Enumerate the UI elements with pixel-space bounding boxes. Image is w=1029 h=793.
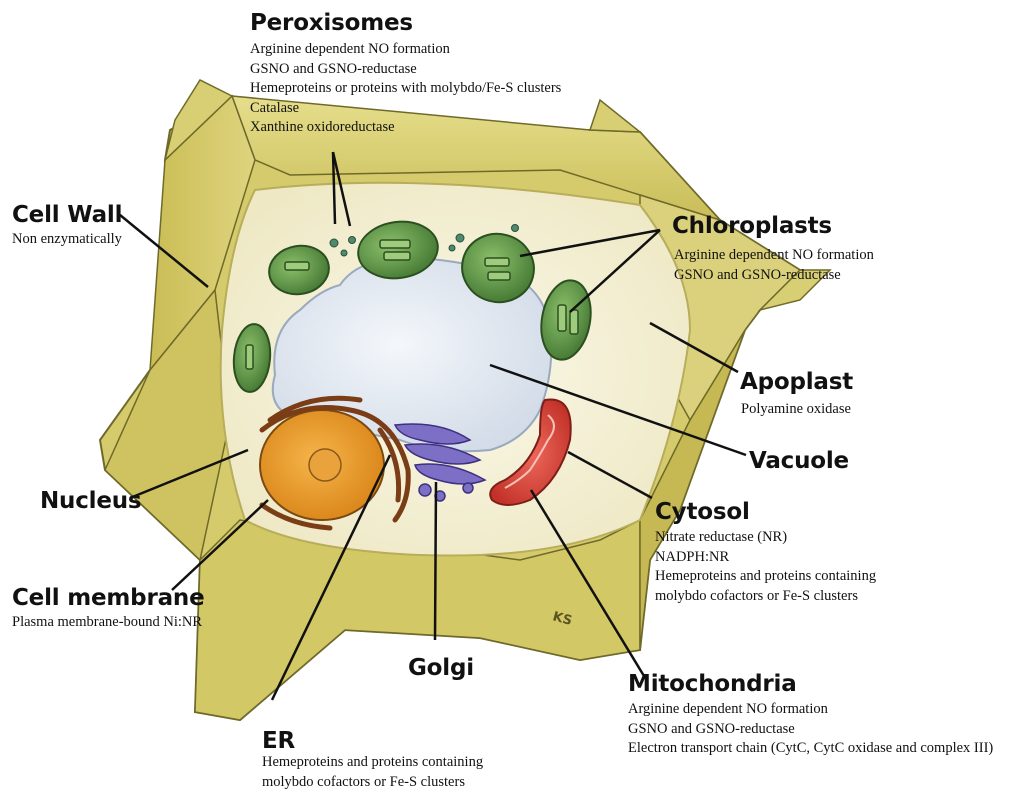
cytosol-item: Hemeproteins and proteins containing — [655, 567, 876, 587]
chloroplasts-title: Chloroplasts — [672, 213, 832, 239]
cell-membrane-description: Plasma membrane-bound Ni:NR — [12, 613, 202, 633]
cytosol-description: Nitrate reductase (NR) NADPH:NR Hemeprot… — [655, 528, 876, 606]
er-title: ER — [262, 728, 295, 754]
peroxisomes-title: Peroxisomes — [250, 10, 413, 36]
vacuole-title: Vacuole — [749, 448, 849, 474]
peroxisomes-item: Arginine dependent NO formation — [250, 40, 561, 60]
cytosol-title: Cytosol — [655, 499, 750, 525]
nucleolus-graphic — [309, 449, 341, 481]
chloroplasts-description: Arginine dependent NO formation GSNO and… — [674, 246, 874, 285]
mitochondria-item: Electron transport chain (CytC, CytC oxi… — [628, 739, 993, 759]
cytosol-item: Nitrate reductase (NR) — [655, 528, 876, 548]
chloroplasts-item: GSNO and GSNO-reductase — [674, 266, 874, 286]
apoplast-item: Polyamine oxidase — [741, 400, 851, 420]
er-item: molybdo cofactors or Fe-S clusters — [262, 773, 483, 793]
cytosol-item: molybdo cofactors or Fe-S clusters — [655, 587, 876, 607]
nucleus-title: Nucleus — [40, 488, 141, 514]
chloroplasts-item: Arginine dependent NO formation — [674, 246, 874, 266]
peroxisomes-item: GSNO and GSNO-reductase — [250, 60, 561, 80]
cell-wall-item: Non enzymatically — [12, 230, 122, 250]
cell-membrane-title: Cell membrane — [12, 585, 205, 611]
peroxisomes-item: Catalase — [250, 99, 561, 119]
peroxisomes-item: Xanthine oxidoreductase — [250, 118, 561, 138]
peroxisomes-description: Arginine dependent NO formation GSNO and… — [250, 40, 561, 138]
mitochondria-title: Mitochondria — [628, 671, 797, 697]
mitochondria-description: Arginine dependent NO formation GSNO and… — [628, 700, 993, 759]
golgi-title: Golgi — [408, 655, 474, 681]
cytosol-item: NADPH:NR — [655, 548, 876, 568]
peroxisomes-item: Hemeproteins or proteins with molybdo/Fe… — [250, 79, 561, 99]
cell-wall-title: Cell Wall — [12, 202, 122, 228]
apoplast-description: Polyamine oxidase — [741, 400, 851, 420]
apoplast-title: Apoplast — [740, 369, 853, 395]
cell-membrane-item: Plasma membrane-bound Ni:NR — [12, 613, 202, 633]
er-description: Hemeproteins and proteins containing mol… — [262, 753, 483, 792]
cell-wall-description: Non enzymatically — [12, 230, 122, 250]
er-item: Hemeproteins and proteins containing — [262, 753, 483, 773]
mitochondria-item: Arginine dependent NO formation — [628, 700, 993, 720]
mitochondria-item: GSNO and GSNO-reductase — [628, 720, 993, 740]
